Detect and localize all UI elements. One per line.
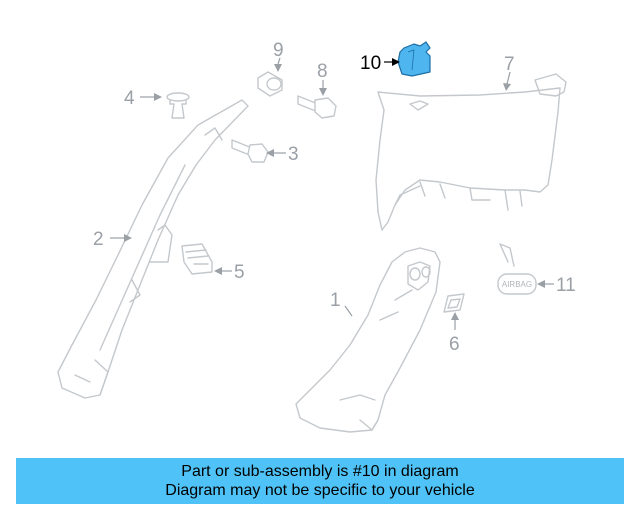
part-3-screw[interactable] (231, 139, 269, 163)
parts-diagram: AIRBAG (57, 40, 576, 433)
callout-5: 5 (234, 262, 245, 283)
banner-line-disclaimer: Diagram may not be specific to your vehi… (165, 482, 475, 499)
callout-10: 10 (360, 53, 381, 74)
callout-8: 8 (317, 61, 328, 82)
part-4-clip[interactable] (166, 92, 190, 119)
part-8-bolt[interactable] (297, 95, 337, 119)
callout-9: 9 (273, 40, 284, 61)
callout-11: 11 (556, 275, 576, 296)
part-9-grommet[interactable] (257, 71, 283, 97)
callout-6: 6 (449, 334, 460, 355)
airbag-tag-text: AIRBAG (502, 280, 532, 289)
leader-lines (110, 57, 554, 330)
part-1-pillar-lower-trim[interactable] (295, 247, 441, 433)
part-2-a-pillar-trim[interactable] (57, 99, 249, 399)
callout-7: 7 (504, 54, 515, 75)
callout-4: 4 (124, 88, 135, 109)
part-5-clip[interactable] (181, 243, 213, 275)
part-11-airbag-tag[interactable]: AIRBAG (497, 243, 537, 295)
info-banner: Part or sub-assembly is #10 in diagram D… (16, 458, 624, 504)
part-6-cap[interactable] (443, 293, 465, 313)
callout-2: 2 (93, 229, 104, 250)
callout-labels: 1 2 3 4 5 6 7 8 9 10 11 (93, 40, 576, 355)
part-7-quarter-trim-panel[interactable] (375, 73, 567, 231)
part-10-highlighted[interactable] (397, 41, 431, 77)
banner-line-part-number: Part or sub-assembly is #10 in diagram (181, 463, 459, 480)
callout-3: 3 (288, 144, 299, 165)
callout-1: 1 (330, 290, 341, 311)
